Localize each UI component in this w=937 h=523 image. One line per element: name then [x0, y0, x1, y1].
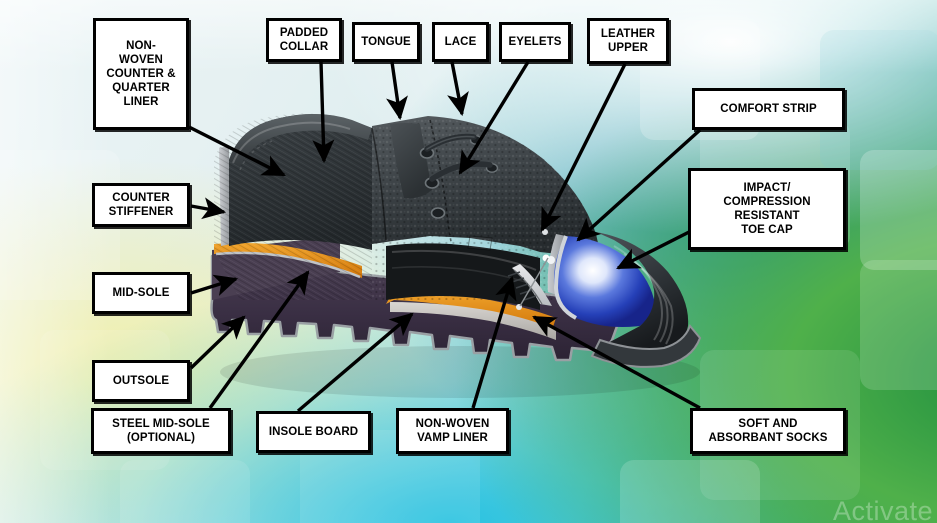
label-box-non-woven-vamp-liner[interactable]: NON-WOVEN VAMP LINER — [396, 408, 509, 454]
label-box-lace[interactable]: LACE — [432, 22, 489, 62]
label-box-comfort-strip[interactable]: COMFORT STRIP — [692, 88, 845, 130]
label-text-outsole: OUTSOLE — [112, 374, 170, 387]
label-text-tongue: TONGUE — [361, 35, 411, 48]
label-box-tongue[interactable]: TONGUE — [352, 22, 420, 62]
label-text-comfort-strip: COMFORT STRIP — [720, 102, 817, 115]
label-box-impact-compression-toe-cap[interactable]: IMPACT/ COMPRESSION RESISTANT TOE CAP — [688, 168, 846, 250]
label-text-non-woven-vamp-liner: NON-WOVEN VAMP LINER — [415, 417, 490, 444]
label-box-leather-upper[interactable]: LEATHER UPPER — [587, 18, 669, 64]
label-box-non-woven-counter-quarter-liner[interactable]: NON- WOVEN COUNTER & QUARTER LINER — [93, 18, 189, 130]
label-text-counter-stiffener: COUNTER STIFFENER — [108, 191, 174, 218]
label-text-eyelets: EYELETS — [508, 35, 562, 48]
label-text-non-woven-counter-quarter-liner: NON- WOVEN COUNTER & QUARTER LINER — [106, 39, 176, 109]
label-box-mid-sole[interactable]: MID-SOLE — [92, 272, 190, 314]
label-text-steel-mid-sole-optional: STEEL MID-SOLE (OPTIONAL) — [112, 417, 210, 444]
label-box-counter-stiffener[interactable]: COUNTER STIFFENER — [92, 183, 190, 227]
label-text-lace: LACE — [444, 35, 477, 48]
label-box-soft-and-absorbant-socks[interactable]: SOFT AND ABSORBANT SOCKS — [690, 408, 846, 454]
label-text-padded-collar: PADDED COLLAR — [279, 26, 329, 53]
label-box-insole-board[interactable]: INSOLE BOARD — [256, 411, 371, 453]
label-text-impact-compression-toe-cap: IMPACT/ COMPRESSION RESISTANT TOE CAP — [723, 181, 811, 237]
label-box-padded-collar[interactable]: PADDED COLLAR — [266, 18, 342, 62]
label-box-outsole[interactable]: OUTSOLE — [92, 360, 190, 402]
label-text-insole-board: INSOLE BOARD — [268, 425, 359, 438]
label-box-steel-mid-sole-optional[interactable]: STEEL MID-SOLE (OPTIONAL) — [91, 408, 231, 454]
label-box-eyelets[interactable]: EYELETS — [499, 22, 571, 62]
label-text-soft-and-absorbant-socks: SOFT AND ABSORBANT SOCKS — [708, 417, 828, 444]
label-text-mid-sole: MID-SOLE — [112, 286, 170, 299]
label-text-leather-upper: LEATHER UPPER — [600, 27, 656, 54]
